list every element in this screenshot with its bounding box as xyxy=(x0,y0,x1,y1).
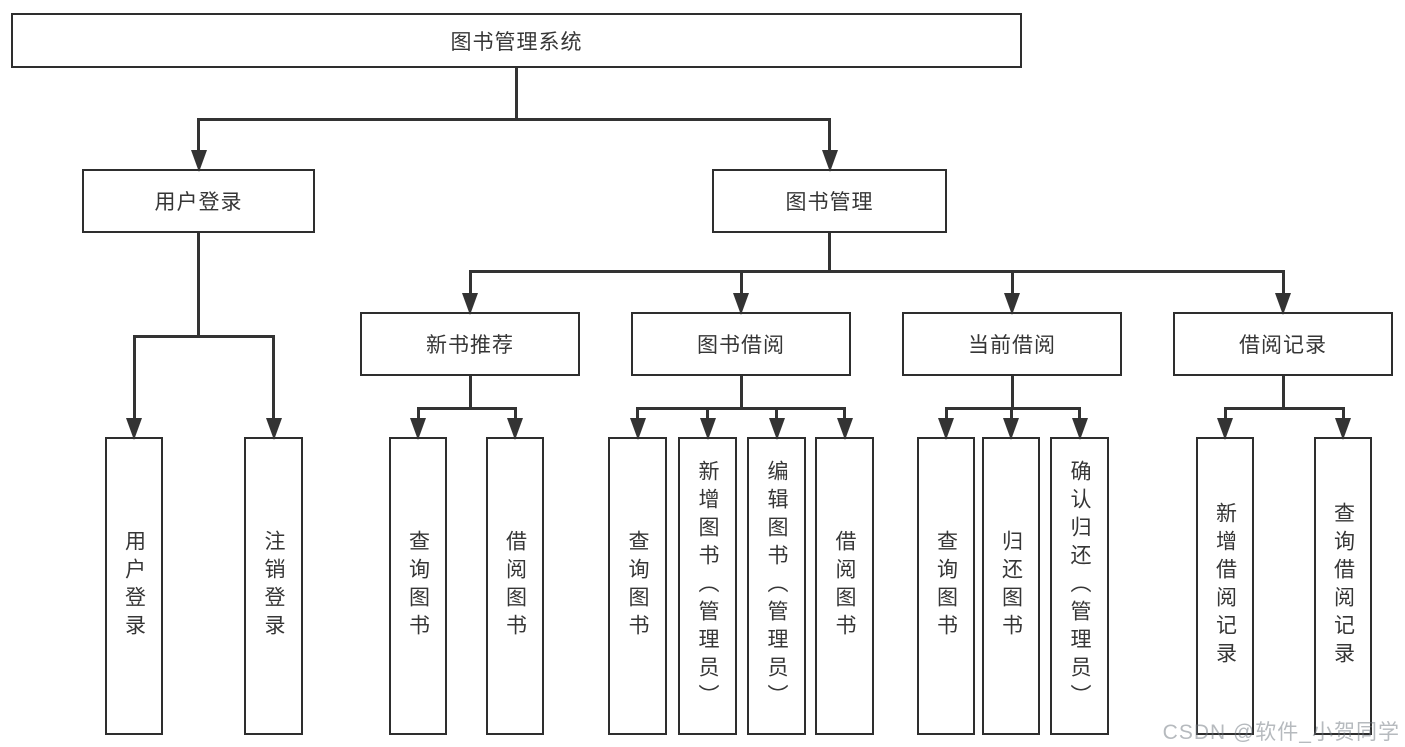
node-label-leaf-borrow-book-a: 借阅图书 xyxy=(503,530,527,642)
csdn-watermark: CSDN @软件_小贺同学 xyxy=(1162,721,1400,744)
connector-stub-borrowing-records xyxy=(1281,270,1285,294)
node-borrowing-records: 借阅记录 xyxy=(1173,312,1393,376)
arrowhead-down-icon-leaf-add-borrow-record xyxy=(1217,418,1233,440)
node-label-book-borrowing: 图书借阅 xyxy=(697,334,785,357)
node-book-borrowing: 图书借阅 xyxy=(631,312,851,376)
connector-bus-new-book-recommendation xyxy=(416,407,517,410)
connector-trunk-user-login xyxy=(197,233,200,338)
node-leaf-user-login: 用户登录 xyxy=(105,437,163,735)
arrowhead-down-icon-leaf-query-borrow-record xyxy=(1335,418,1351,440)
arrowhead-down-icon-leaf-query-book-a xyxy=(410,418,426,440)
arrowhead-down-icon-leaf-query-book-b xyxy=(629,418,646,440)
arrowhead-down-icon-new-book-recommendation xyxy=(462,293,478,315)
node-label-leaf-add-borrow-record: 新增借阅记录 xyxy=(1213,502,1237,670)
node-leaf-add-book-admin: 新增图书（管理员） xyxy=(678,437,737,735)
arrowhead-down-icon-leaf-confirm-return xyxy=(1071,418,1088,440)
arrowhead-down-icon-book-management xyxy=(821,150,838,172)
connector-stub-leaf-query-book-b xyxy=(636,407,639,419)
node-label-leaf-query-book-b: 查询图书 xyxy=(626,530,649,642)
arrowhead-down-icon-leaf-user-login xyxy=(126,418,142,440)
node-leaf-logout: 注销登录 xyxy=(244,437,303,735)
connector-bus-book-management xyxy=(468,270,1285,273)
connector-bus-borrowing-records xyxy=(1223,407,1345,410)
node-leaf-confirm-return: 确认归还（管理员） xyxy=(1050,437,1109,735)
node-leaf-add-borrow-record: 新增借阅记录 xyxy=(1196,437,1254,735)
connector-stub-user-login xyxy=(197,118,200,151)
arrowhead-down-icon-user-login xyxy=(190,150,207,172)
connector-stub-leaf-return-book xyxy=(1009,407,1013,419)
node-leaf-return-book: 归还图书 xyxy=(982,437,1040,735)
node-label-user-login: 用户登录 xyxy=(154,191,243,214)
connector-stub-leaf-query-borrow-record xyxy=(1341,407,1345,419)
connector-stub-leaf-user-login xyxy=(132,335,136,419)
arrowhead-down-icon-leaf-add-book-admin xyxy=(699,418,716,440)
node-leaf-query-borrow-record: 查询借阅记录 xyxy=(1314,437,1372,735)
node-label-leaf-add-book-admin: 新增图书（管理员） xyxy=(696,460,719,712)
connector-stub-book-borrowing xyxy=(739,270,743,294)
connector-trunk-book-borrowing xyxy=(739,376,743,410)
arrowhead-down-icon-book-borrowing xyxy=(733,293,749,315)
node-label-leaf-confirm-return: 确认归还（管理员） xyxy=(1068,460,1091,712)
node-user-login: 用户登录 xyxy=(82,169,315,233)
node-label-leaf-borrow-book-b: 借阅图书 xyxy=(833,530,856,642)
node-leaf-borrow-book-b: 借阅图书 xyxy=(815,437,874,735)
connector-stub-leaf-borrow-book-b xyxy=(843,407,846,419)
arrowhead-down-icon-leaf-edit-book-admin xyxy=(768,418,785,440)
connector-trunk-new-book-recommendation xyxy=(468,376,472,410)
node-leaf-query-book-b: 查询图书 xyxy=(608,437,667,735)
node-label-leaf-query-borrow-record: 查询借阅记录 xyxy=(1331,502,1355,670)
node-label-current-borrowing: 当前借阅 xyxy=(968,334,1056,357)
node-leaf-borrow-book-a: 借阅图书 xyxy=(486,437,544,735)
node-label-leaf-user-login: 用户登录 xyxy=(122,530,146,642)
node-label-leaf-edit-book-admin: 编辑图书（管理员） xyxy=(765,460,788,712)
connector-stub-leaf-add-book-admin xyxy=(706,407,709,419)
node-label-borrowing-records: 借阅记录 xyxy=(1239,334,1327,357)
arrowhead-down-icon-leaf-query-book-c xyxy=(938,418,954,440)
node-leaf-query-book-c: 查询图书 xyxy=(917,437,975,735)
connector-stub-leaf-borrow-book-a xyxy=(513,407,517,419)
connector-bus-root xyxy=(197,118,831,121)
connector-trunk-current-borrowing xyxy=(1010,376,1014,410)
node-leaf-edit-book-admin: 编辑图书（管理员） xyxy=(747,437,806,735)
node-label-leaf-query-book-c: 查询图书 xyxy=(934,530,958,642)
connector-stub-current-borrowing xyxy=(1010,270,1014,294)
node-leaf-query-book-a: 查询图书 xyxy=(389,437,447,735)
arrowhead-down-icon-leaf-borrow-book-a xyxy=(507,418,523,440)
node-label-root: 图书管理系统 xyxy=(450,30,583,54)
node-new-book-recommendation: 新书推荐 xyxy=(360,312,580,376)
arrowhead-down-icon-borrowing-records xyxy=(1275,293,1291,315)
connector-bus-user-login xyxy=(132,335,275,338)
connector-stub-leaf-query-book-c xyxy=(944,407,948,419)
node-label-book-management: 图书管理 xyxy=(785,191,874,214)
connector-trunk-book-management xyxy=(828,233,831,273)
node-label-leaf-logout: 注销登录 xyxy=(262,530,285,642)
connector-stub-leaf-edit-book-admin xyxy=(775,407,778,419)
node-current-borrowing: 当前借阅 xyxy=(902,312,1122,376)
connector-stub-leaf-query-book-a xyxy=(416,407,420,419)
connector-trunk-borrowing-records xyxy=(1281,376,1285,410)
arrowhead-down-icon-leaf-logout xyxy=(265,418,282,440)
connector-stub-leaf-logout xyxy=(272,335,275,419)
connector-stub-new-book-recommendation xyxy=(468,270,472,294)
node-root: 图书管理系统 xyxy=(11,13,1022,68)
node-label-leaf-query-book-a: 查询图书 xyxy=(406,530,430,642)
connector-bus-current-borrowing xyxy=(944,407,1081,410)
connector-stub-book-management xyxy=(828,118,831,151)
connector-stub-leaf-confirm-return xyxy=(1078,407,1081,419)
arrowhead-down-icon-leaf-borrow-book-b xyxy=(836,418,853,440)
connector-stub-leaf-add-borrow-record xyxy=(1223,407,1227,419)
arrowhead-down-icon-leaf-return-book xyxy=(1003,418,1019,440)
arrowhead-down-icon-current-borrowing xyxy=(1004,293,1020,315)
connector-trunk-root xyxy=(515,68,518,121)
node-book-management: 图书管理 xyxy=(712,169,947,233)
node-label-new-book-recommendation: 新书推荐 xyxy=(426,334,514,357)
connector-bus-book-borrowing xyxy=(636,407,846,410)
node-label-leaf-return-book: 归还图书 xyxy=(999,530,1023,642)
